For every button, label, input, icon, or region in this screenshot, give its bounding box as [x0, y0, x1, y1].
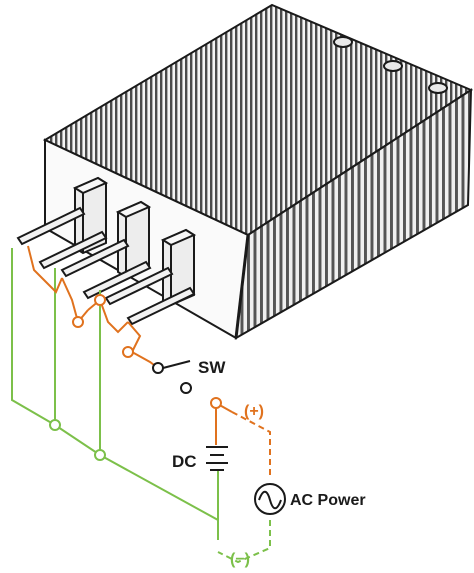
back-knob	[333, 36, 353, 48]
switch-icon	[152, 360, 192, 394]
back-knob	[428, 82, 448, 94]
wire-junctions	[49, 294, 222, 461]
junction-node	[210, 397, 222, 409]
negative-label: (−)	[230, 551, 250, 568]
dc-label: DC	[172, 452, 197, 471]
back-knob	[383, 60, 403, 72]
battery-icon	[206, 446, 228, 471]
junction-node	[49, 419, 61, 431]
junction-node	[72, 316, 84, 328]
switch-label: SW	[198, 358, 226, 377]
junction-node	[122, 346, 134, 358]
junction-node	[94, 294, 106, 306]
negative-wire-dashed	[217, 520, 271, 564]
ac-power-label: AC Power	[290, 492, 366, 509]
negative-wire	[11, 248, 219, 540]
element-legs	[16, 206, 196, 326]
positive-label: (+)	[244, 403, 264, 420]
ac-sine-source-icon	[254, 483, 286, 515]
junction-node	[94, 449, 106, 461]
positive-wire-dashed	[231, 411, 271, 478]
